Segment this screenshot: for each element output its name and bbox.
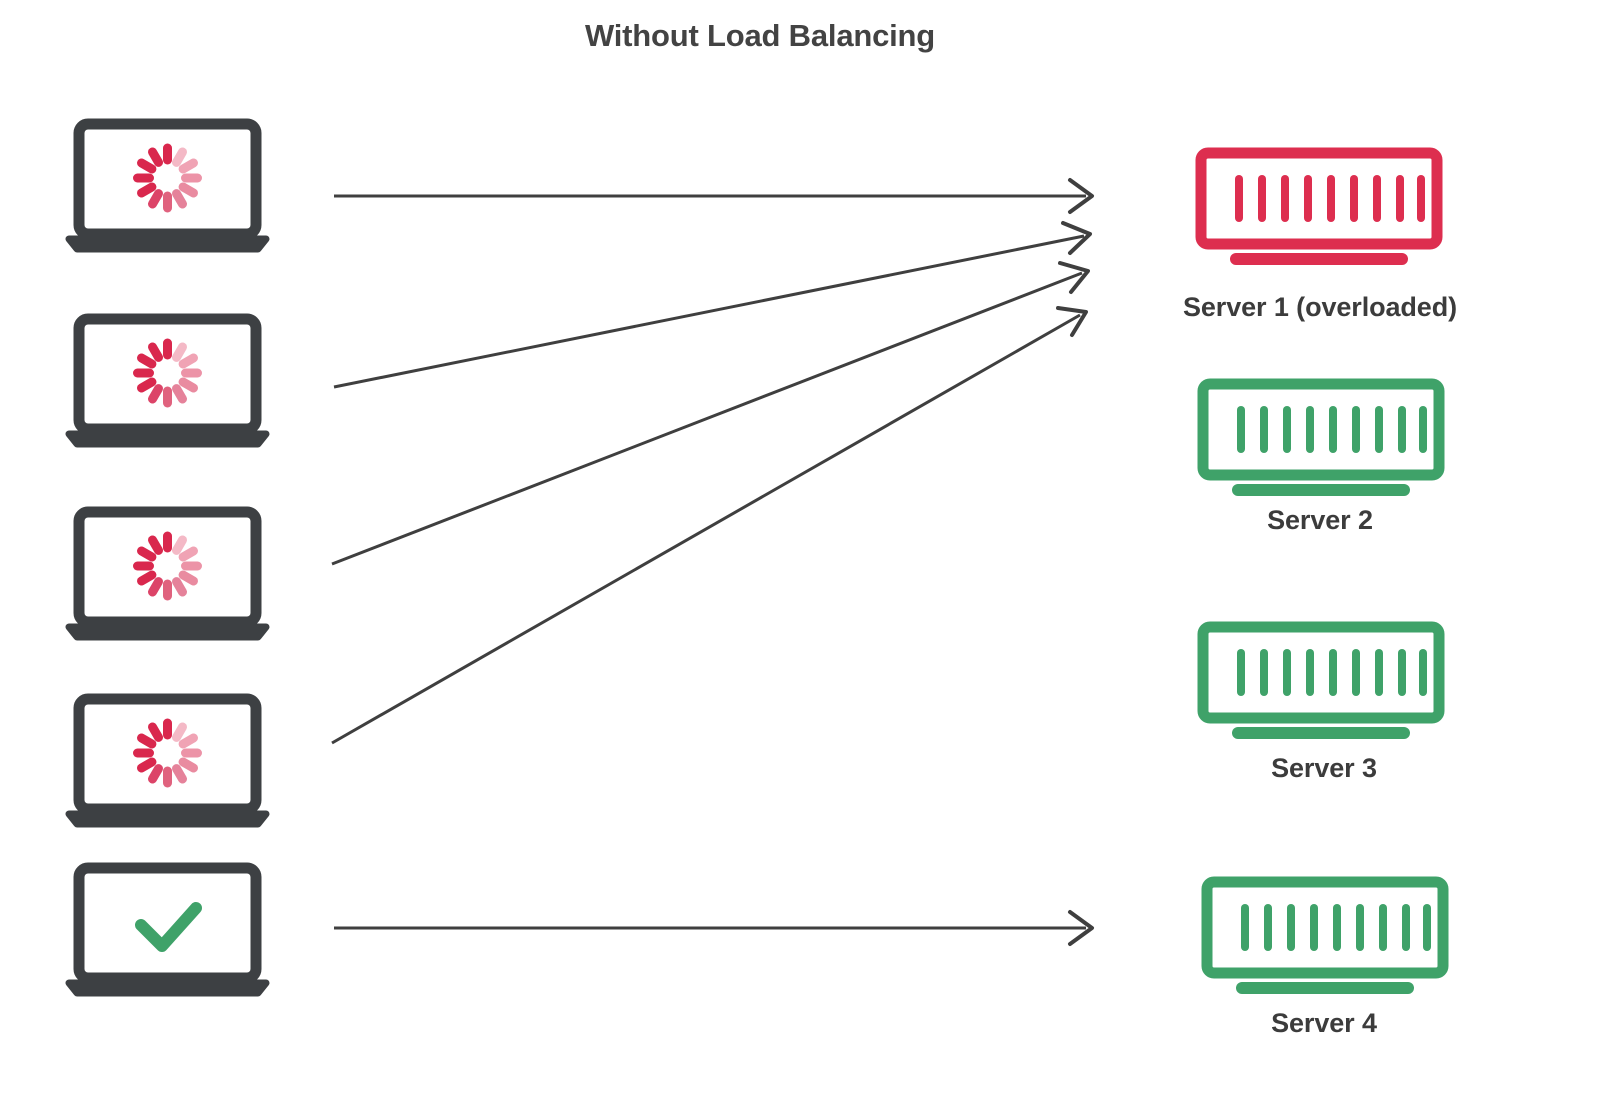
page-title: Without Load Balancing (584, 18, 936, 53)
server-unit-2 (1196, 377, 1446, 552)
laptop-spinner-icon (65, 693, 270, 828)
server-unit-3 (1196, 620, 1446, 795)
server-label-3: Server 3 (1271, 753, 1377, 783)
laptop-spinner-icon (65, 118, 270, 253)
server-rack-icon (1195, 147, 1443, 265)
client-laptop-2 (65, 313, 270, 448)
arrow-client4-to-server1 (331, 306, 1088, 745)
laptop-spinner-icon (65, 313, 270, 448)
laptop-spinner-icon (65, 506, 270, 641)
server-rack-icon (1197, 378, 1445, 496)
spinner-icon (133, 338, 202, 408)
arrow-client1-to-server1 (334, 178, 1094, 214)
client-laptop-5 (65, 862, 270, 997)
check-icon (135, 902, 202, 952)
server-rack-icon (1197, 621, 1445, 739)
spinner-icon (133, 718, 202, 788)
client-laptop-1 (65, 118, 270, 253)
server-label-2: Server 2 (1267, 505, 1373, 535)
spinner-icon (133, 143, 202, 213)
server-unit-1 (1194, 146, 1444, 321)
client-laptop-4 (65, 693, 270, 828)
arrow-client2-to-server1 (333, 221, 1092, 389)
arrow-client5-to-server4 (334, 910, 1094, 946)
spinner-icon (133, 531, 202, 601)
server-unit-4 (1200, 875, 1450, 1050)
laptop-check-icon (65, 862, 270, 997)
arrow-client3-to-server1 (331, 261, 1090, 566)
client-laptop-3 (65, 506, 270, 641)
server-rack-icon (1201, 876, 1449, 994)
server-label-4: Server 4 (1271, 1008, 1377, 1038)
server-label-1: Server 1 (overloaded) (1182, 292, 1458, 322)
